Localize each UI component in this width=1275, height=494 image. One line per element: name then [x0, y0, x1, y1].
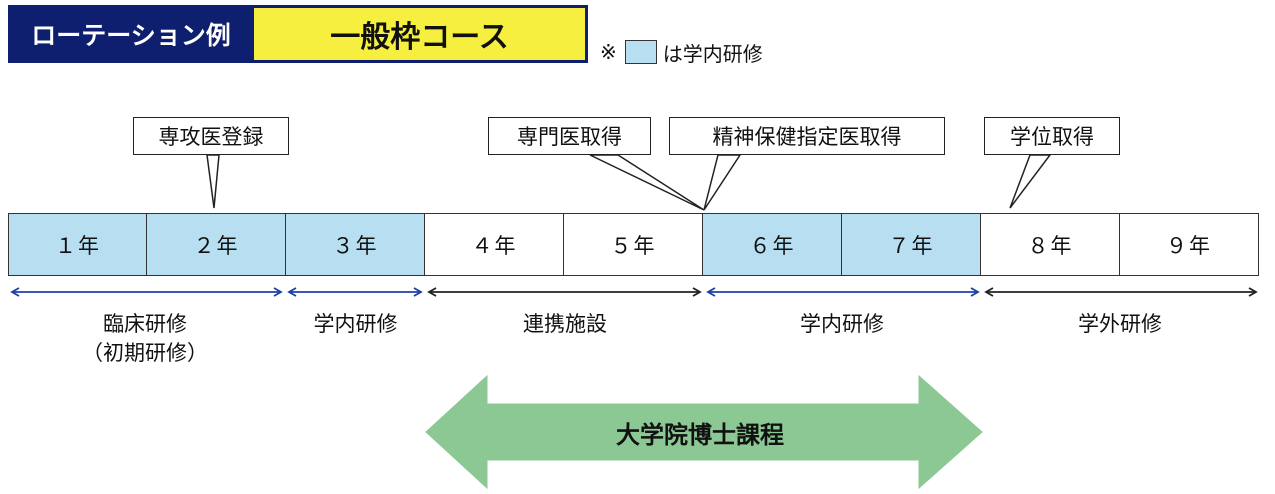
- year-cell-9: ９年: [1119, 213, 1259, 276]
- phase-internal-2: 学内研修: [800, 312, 884, 336]
- callout-specialist-acquired: 専門医取得: [488, 117, 651, 155]
- phase-clinical-line2: （初期研修）: [82, 341, 208, 365]
- program-arrow: [425, 374, 983, 490]
- phase-clinical-line1: 臨床研修: [103, 312, 187, 336]
- header-rotation-label: ローテーション例: [8, 5, 254, 63]
- callout-degree-acquired: 学位取得: [984, 117, 1120, 155]
- phase-affiliated: 連携施設: [523, 312, 607, 336]
- program-label: 大学院博士課程: [616, 420, 784, 449]
- callout-pointer-degree: [1009, 154, 1052, 209]
- year-cell-2: ２年: [146, 213, 287, 276]
- year-cell-4: ４年: [424, 213, 565, 276]
- year-cell-8: ８年: [980, 213, 1121, 276]
- year-cell-7: ７年: [841, 213, 982, 276]
- phase-external: 学外研修: [1078, 312, 1162, 336]
- legend-mark: ※: [600, 40, 617, 64]
- year-cell-5: ５年: [563, 213, 704, 276]
- phase-internal-1: 学内研修: [313, 312, 398, 336]
- legend-text: は学内研修: [662, 41, 763, 66]
- callout-pointer-psychiatry: [703, 154, 742, 211]
- callout-psychiatry-designated: 精神保健指定医取得: [669, 117, 945, 155]
- header-course-label: 一般枠コース: [254, 5, 588, 63]
- phase-clinical: 臨床研修 （初期研修）: [60, 310, 230, 368]
- callout-specialty-registration: 専攻医登録: [133, 117, 289, 155]
- legend-swatch: [624, 40, 657, 64]
- year-cell-1: １年: [8, 213, 148, 276]
- callout-pointer-specialist: [589, 154, 705, 211]
- callout-pointer-specialty: [206, 154, 220, 209]
- year-cell-3: ３年: [285, 213, 426, 276]
- legend: ※ は学内研修: [600, 38, 763, 66]
- year-cell-6: ６年: [702, 213, 843, 276]
